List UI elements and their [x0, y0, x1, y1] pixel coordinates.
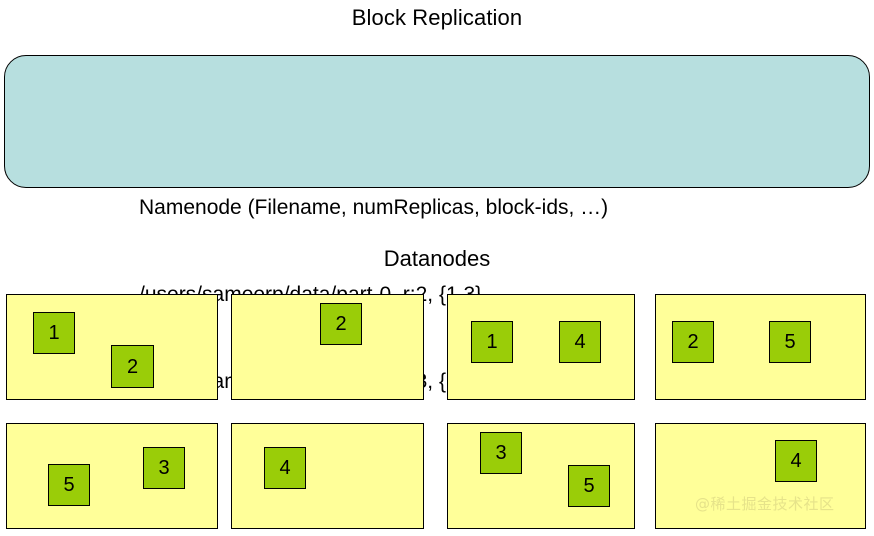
data-block: 3: [143, 447, 185, 489]
data-block: 4: [775, 440, 817, 482]
datanode-box: [231, 423, 424, 529]
datanode-box: [6, 423, 218, 529]
data-block: 5: [769, 321, 811, 363]
data-block: 4: [559, 321, 601, 363]
datanodes-section-title: Datanodes: [383, 246, 491, 271]
data-block: 5: [568, 465, 610, 507]
data-block: 3: [480, 432, 522, 474]
data-block: 2: [111, 345, 154, 388]
data-block: 2: [320, 303, 362, 345]
data-block: 5: [48, 464, 90, 506]
data-block: 2: [672, 321, 714, 363]
datanode-box: [655, 423, 866, 529]
watermark: @稀土掘金技术社区: [695, 495, 835, 513]
data-block: 4: [264, 447, 306, 489]
data-block: 1: [471, 321, 513, 363]
page-title: Block Replication: [351, 5, 523, 30]
data-block: 1: [33, 312, 75, 354]
namenode-line-0: Namenode (Filename, numReplicas, block-i…: [139, 196, 609, 219]
namenode-box: Namenode (Filename, numReplicas, block-i…: [4, 55, 870, 393]
